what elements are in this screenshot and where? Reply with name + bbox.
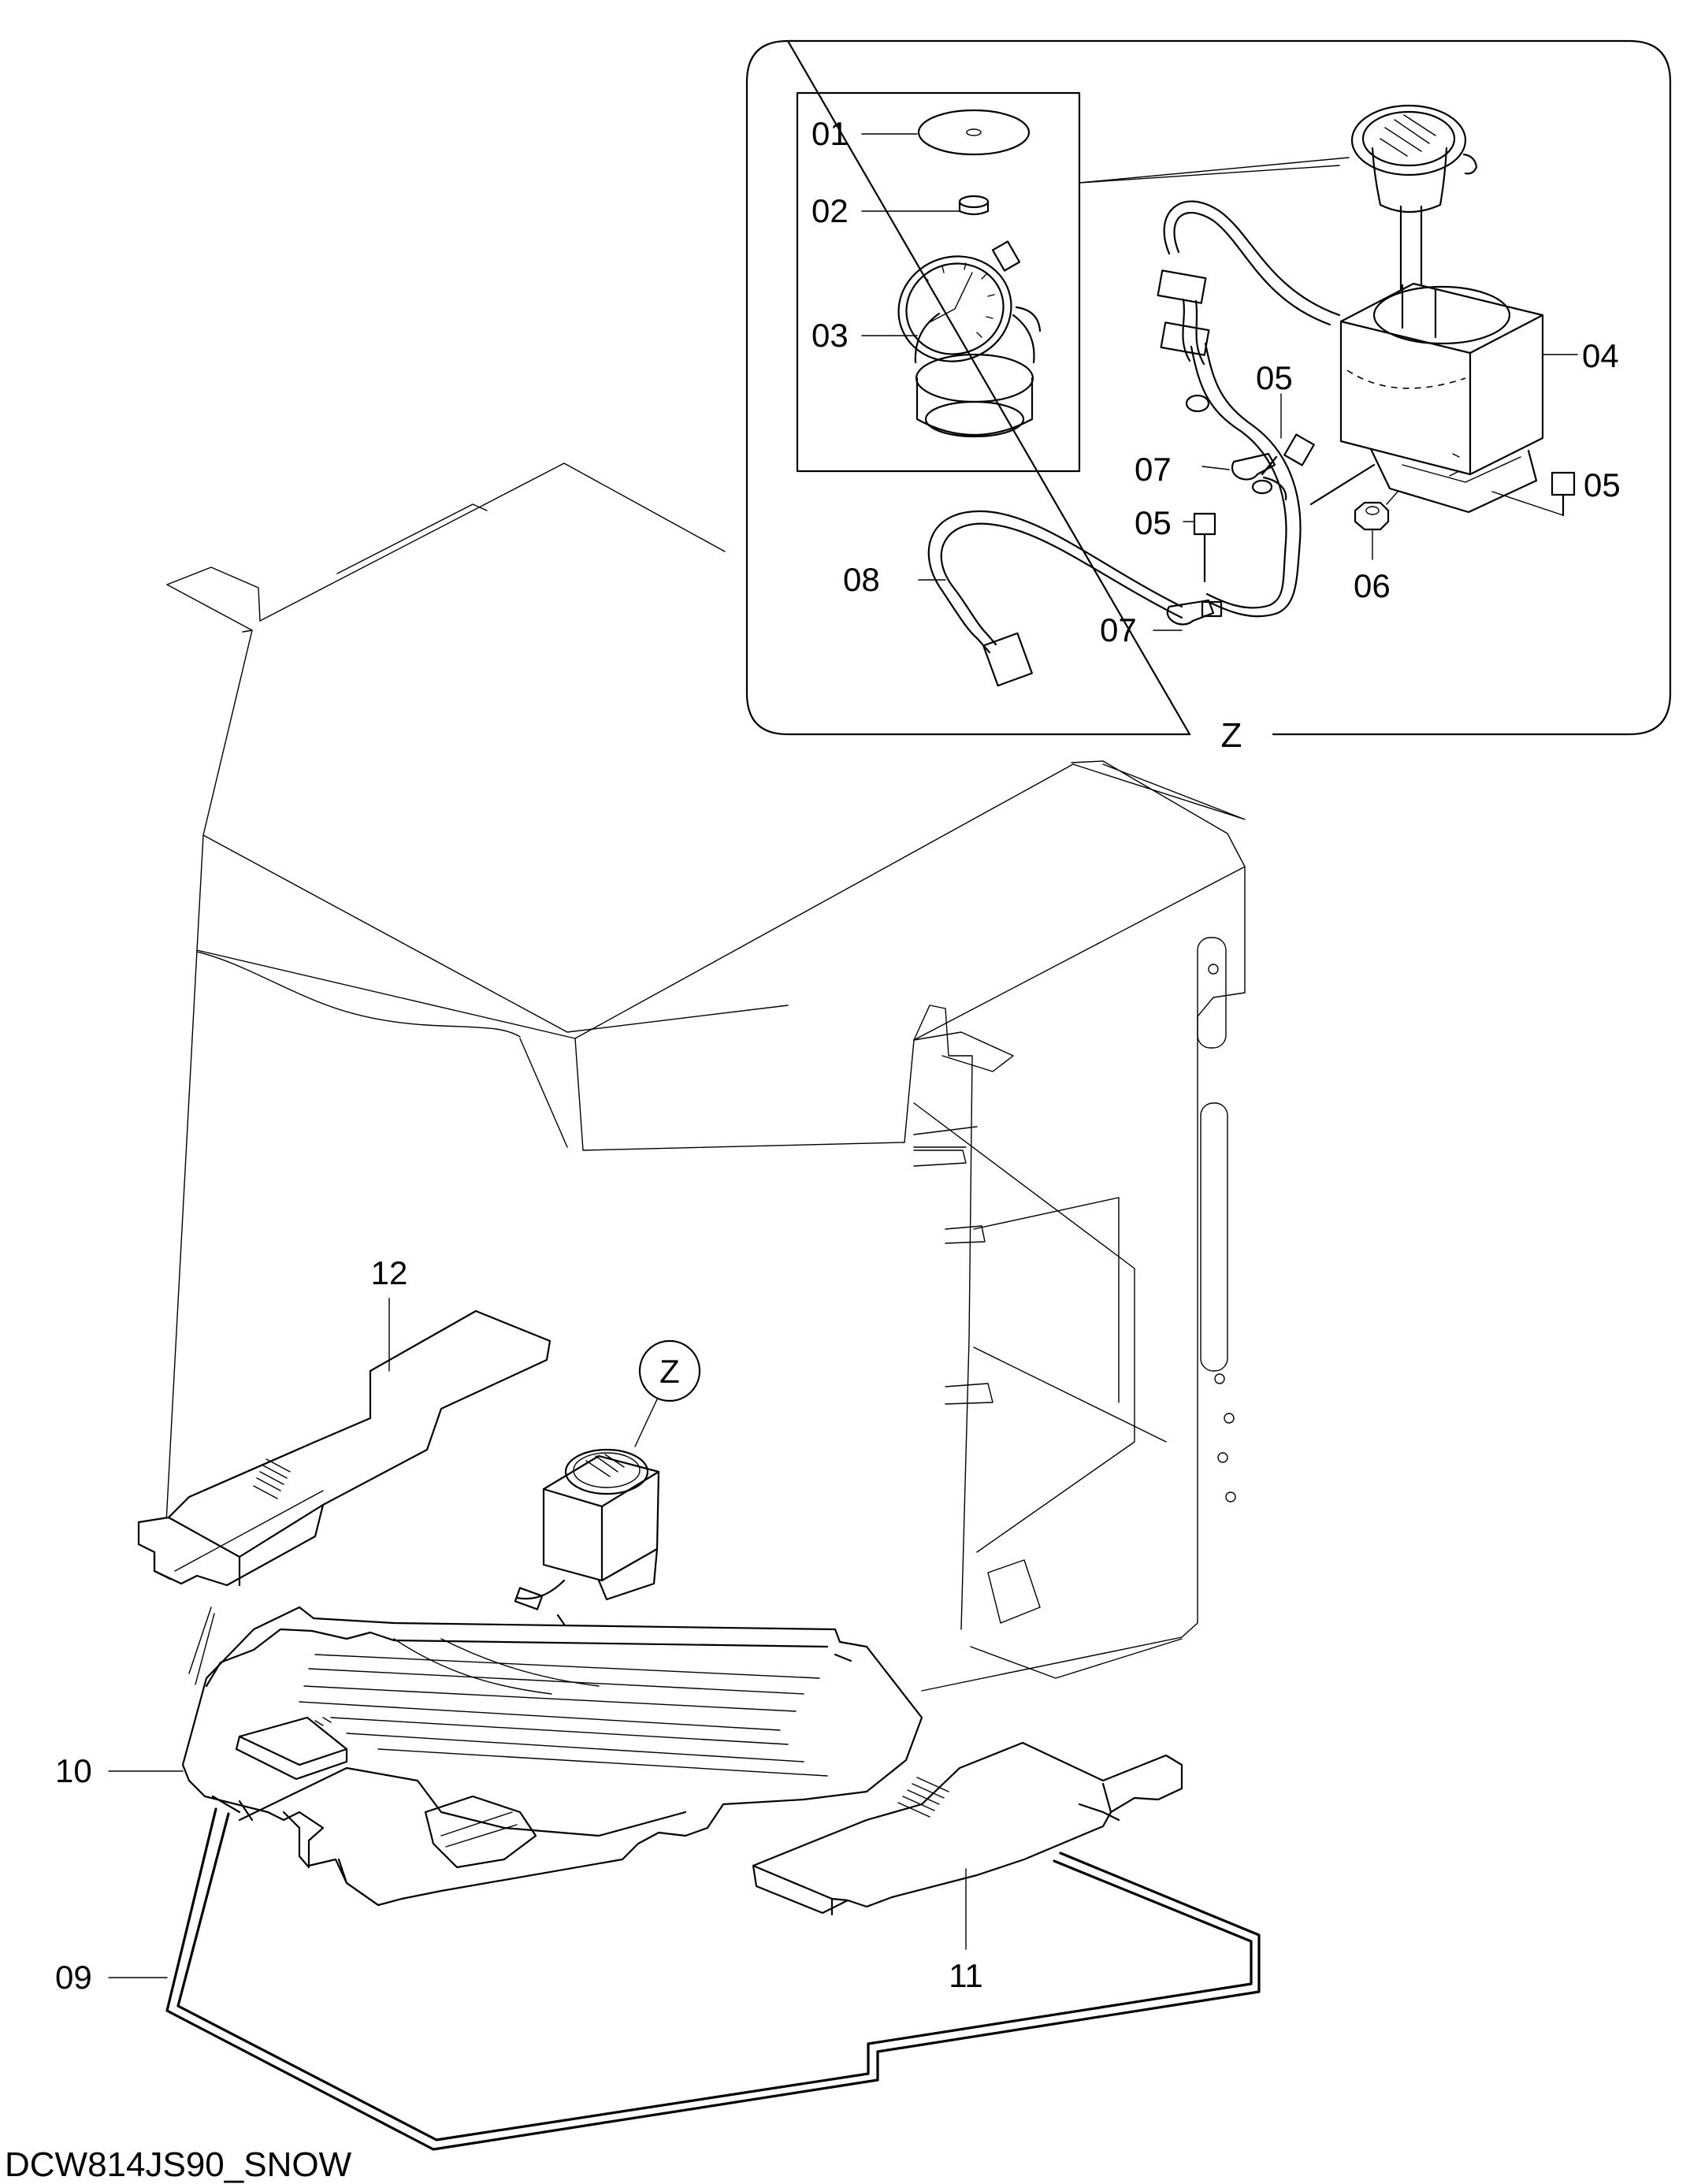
detail-view-z: Z bbox=[745, 39, 1672, 755]
main-labels: 12 10 09 11 bbox=[55, 1254, 983, 1996]
part-label-11: 11 bbox=[949, 1957, 983, 1994]
part-07-bushing bbox=[958, 195, 990, 216]
part-02-gauge-cap bbox=[1350, 104, 1478, 334]
part-05-clamps bbox=[1166, 452, 1276, 626]
part-label-03-a: 05 bbox=[1256, 359, 1293, 396]
z-callout-label: Z bbox=[659, 1353, 680, 1390]
part-04-nut bbox=[1354, 491, 1398, 531]
part-10-floor-mat bbox=[181, 1606, 923, 1907]
installed-gauge-housing bbox=[514, 1448, 660, 1656]
detail-view-frame bbox=[745, 39, 1672, 736]
part-08-disc bbox=[917, 109, 1031, 156]
drawing-code: DCW814JS90_SNOW bbox=[5, 2145, 352, 2184]
part-02-housing bbox=[1339, 282, 1544, 514]
part-12-left-cover bbox=[137, 1309, 552, 1587]
part-03-bolts bbox=[1193, 433, 1576, 583]
part-label-05-a: 07 bbox=[1135, 451, 1172, 488]
part-label-03-c: 05 bbox=[1584, 466, 1621, 503]
operator-cab bbox=[163, 462, 1246, 1692]
part-01-gauge bbox=[897, 240, 1042, 438]
detail-view-title: Z bbox=[1221, 716, 1242, 755]
z-callout-marker: Z bbox=[634, 1339, 701, 1447]
part-label-02: 04 bbox=[1582, 337, 1619, 374]
part-06-cable bbox=[927, 510, 1183, 687]
part-label-09: 09 bbox=[55, 1959, 92, 1996]
part-label-12: 12 bbox=[371, 1254, 408, 1291]
part-label-04: 06 bbox=[1354, 567, 1391, 604]
detail-labels: 01 02 03 04 05 07 05 05 06 08 07 bbox=[812, 115, 1621, 648]
wire-harness bbox=[1157, 200, 1376, 618]
part-label-08: 01 bbox=[812, 115, 849, 152]
part-label-10: 10 bbox=[55, 1752, 92, 1789]
part-label-01: 03 bbox=[812, 317, 849, 354]
subassembly-pointer-line bbox=[1079, 157, 1350, 184]
gauge-subassembly-box bbox=[796, 91, 1081, 473]
part-label-06: 08 bbox=[843, 561, 880, 598]
part-11-right-cover bbox=[752, 1741, 1183, 1916]
part-label-05-b: 07 bbox=[1100, 611, 1137, 648]
part-label-03-b: 05 bbox=[1135, 504, 1172, 541]
part-label-07: 02 bbox=[812, 192, 849, 229]
part-09-floor-seal bbox=[165, 1807, 1261, 2151]
